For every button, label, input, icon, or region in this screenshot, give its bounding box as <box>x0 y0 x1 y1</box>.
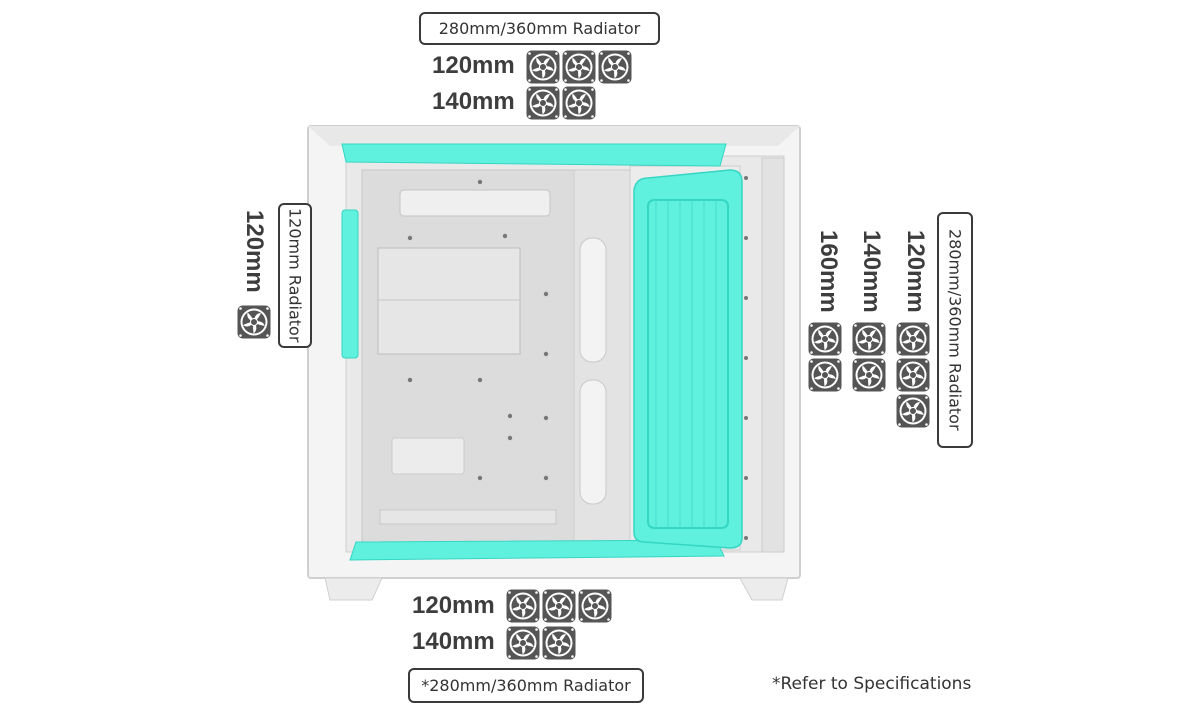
left-size: 120mm <box>241 210 268 293</box>
tray-cutout <box>377 247 521 355</box>
label-plate <box>391 437 465 475</box>
bottom-radiator-label-text: *280mm/360mm Radiator <box>421 676 631 695</box>
bottom-row1-fans <box>506 589 612 623</box>
bottom-row1-size: 120mm <box>412 592 495 619</box>
right-radiator-label-text: 280mm/360mm Radiator <box>945 229 965 431</box>
top-radiator-label: 280mm/360mm Radiator <box>419 12 660 45</box>
bottom-row2-size: 140mm <box>412 628 495 655</box>
right-col1-fans <box>808 322 842 392</box>
fan-icon <box>526 86 560 120</box>
fan-icon <box>896 322 930 356</box>
fan-icon <box>562 50 596 84</box>
grommet-bottom <box>579 379 607 505</box>
specifications-note: *Refer to Specifications <box>772 674 972 694</box>
right-radiator-label: 280mm/360mm Radiator <box>937 212 973 448</box>
fan-icon <box>598 50 632 84</box>
motherboard-tray <box>361 169 575 545</box>
top-row1-size: 120mm <box>432 52 515 79</box>
top-radiator-label-text: 280mm/360mm Radiator <box>438 19 641 38</box>
bottom-radiator-highlight <box>349 539 725 561</box>
fan-icon <box>237 305 271 339</box>
fan-icon <box>542 626 576 660</box>
fan-icon <box>808 322 842 356</box>
right-col3-size: 120mm <box>902 230 929 313</box>
fan-icon <box>852 322 886 356</box>
right-col2-size: 140mm <box>858 230 885 313</box>
rear-radiator-highlight <box>341 209 359 359</box>
left-radiator-label-text: 120mm Radiator <box>285 208 305 343</box>
fan-icon <box>562 86 596 120</box>
top-radiator-highlight <box>341 143 727 167</box>
case-foot-right <box>739 577 789 601</box>
fan-icon <box>506 589 540 623</box>
right-col3-fans <box>896 322 930 428</box>
fan-icon <box>526 50 560 84</box>
pc-case-illustration <box>307 125 801 601</box>
fan-icon <box>578 589 612 623</box>
fan-icon <box>506 626 540 660</box>
bottom-radiator-label: *280mm/360mm Radiator <box>408 668 644 703</box>
fan-icon <box>896 394 930 428</box>
grommet-top <box>579 237 607 363</box>
left-radiator-label: 120mm Radiator <box>278 203 312 348</box>
fan-icon <box>542 589 576 623</box>
case-top-bevel <box>308 126 800 146</box>
fan-icon <box>808 358 842 392</box>
top-row1-fans <box>526 50 632 84</box>
fan-icon <box>896 358 930 392</box>
top-row2-size: 140mm <box>432 88 515 115</box>
bottom-row2-fans <box>506 626 576 660</box>
top-row2-fans <box>526 86 596 120</box>
fan-icon <box>852 358 886 392</box>
right-col1-size: 160mm <box>815 230 842 313</box>
top-vent <box>399 189 551 217</box>
bottom-cutout-left <box>379 509 557 525</box>
side-radiator-highlight <box>633 169 743 549</box>
case-foot-left <box>324 577 383 601</box>
side-frame <box>761 157 785 553</box>
right-col2-fans <box>852 322 886 392</box>
